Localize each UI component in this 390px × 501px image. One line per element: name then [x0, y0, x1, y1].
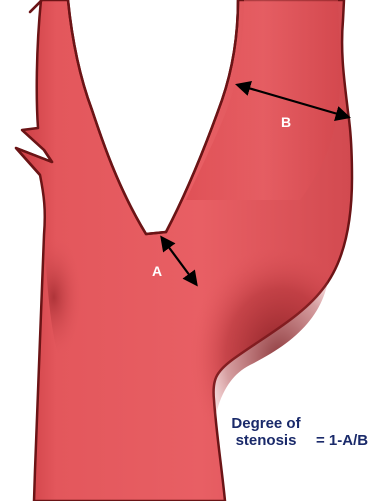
label-b: B [281, 114, 291, 130]
formula-term: Degree of stenosis [218, 415, 314, 449]
label-a: A [152, 263, 162, 279]
formula-term-line-1: Degree of [218, 415, 314, 432]
formula-equals: = 1-A/B [316, 432, 368, 449]
formula-term-line-2: stenosis [218, 432, 314, 449]
stenosis-formula: Degree of stenosis = 1-A/B [218, 415, 390, 465]
branch-b-highlight [186, 0, 340, 200]
